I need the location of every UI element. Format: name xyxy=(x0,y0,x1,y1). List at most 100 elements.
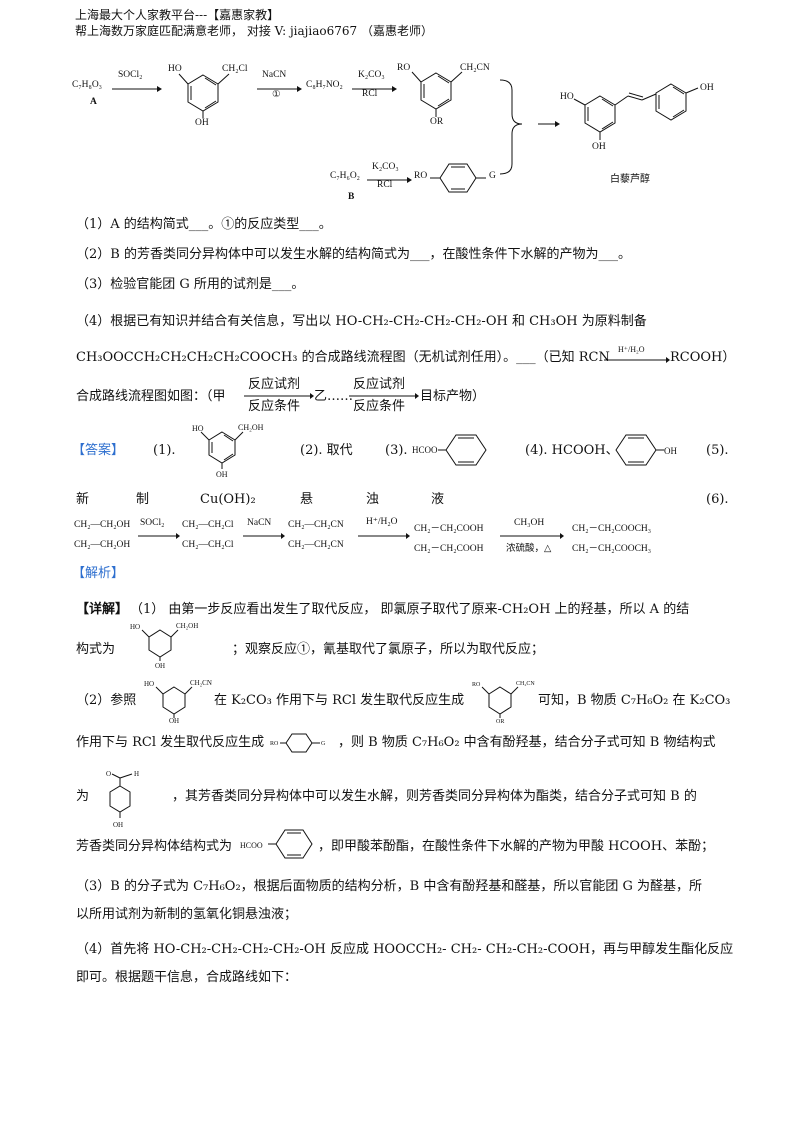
hint-arrow-label: H⁺/H₂O xyxy=(618,345,645,354)
detail-1: （1） 由第一步反应看出发生了取代反应， 即氯原子取代了原来-CH₂OH 上的羟… xyxy=(130,602,690,617)
detail-2b-post: ，则 B 物质 C₇H₆O₂ 中含有酚羟基，结合分子式可知 B 物结构式 xyxy=(338,735,716,750)
answer-4-phenol: OH xyxy=(615,434,677,466)
detail-label: 【详解】 xyxy=(76,602,129,617)
svg-text:CH₂CN: CH₂CN xyxy=(190,679,212,687)
svg-text:HO: HO xyxy=(144,680,154,688)
compound-b-label: B xyxy=(348,192,355,202)
answer-5-word-6: 液 xyxy=(431,492,445,507)
route-condition-1: 反应条件 xyxy=(248,399,301,414)
ro-benzene-g-structure xyxy=(430,163,486,193)
reagent-socl2: SOCl₂ xyxy=(118,70,143,80)
svg-text:CH₂CN: CH₂CN xyxy=(516,681,535,687)
detail-1b-post: ；观察反应①，氰基取代了氯原子，所以为取代反应； xyxy=(232,642,545,657)
route-s1-top: CH₂—CH₂OH xyxy=(74,520,131,530)
question-3: （3）检验官能团 G 所用的试剂是___。 xyxy=(76,277,305,292)
svg-text:OR: OR xyxy=(496,719,504,725)
question-4: （4）根据已有知识并结合有关信息，写出以 HO-CH₂-CH₂-CH₂-CH₂-… xyxy=(76,314,647,329)
detail-1-structure: HO CH₂OH OH xyxy=(130,622,198,670)
question-4-target: CH₃OOCCH₂CH₂CH₂CH₂COOCH₃ 的合成路线流程图（无机试剂任用… xyxy=(76,350,610,365)
reagent-rcl-b: RCl xyxy=(377,180,393,190)
detail-2-pre: （2）参照 xyxy=(76,693,137,708)
svg-text:CH₂OH: CH₂OH xyxy=(238,423,264,432)
route-s5-bottom: CH₂－CH₂COOCH₃ xyxy=(572,544,652,554)
detail-2c-pre: 为 xyxy=(76,789,90,804)
group-ro: RO xyxy=(397,63,411,73)
group-g: G xyxy=(489,171,496,181)
route-example-end: 目标产物） xyxy=(420,389,486,404)
route-arrow-2 xyxy=(243,533,285,539)
route-r1: SOCl₂ xyxy=(140,518,165,528)
route-r4-conditions: 浓硫酸，△ xyxy=(506,544,552,554)
answer-3: (3). xyxy=(385,443,408,458)
resveratrol-ho: HO xyxy=(560,92,574,102)
route-r4: CH₃OH xyxy=(514,518,545,528)
detail-4b: 即可。根据题干信息，合成路线如下： xyxy=(76,970,298,985)
resveratrol-oh-bottom: OH xyxy=(592,142,606,152)
answer-5-word-3: Cu(OH)₂ xyxy=(200,492,256,507)
answer-3-benzene xyxy=(438,434,487,466)
route-s2-top: CH₂—CH₂Cl xyxy=(182,520,234,530)
detail-2-post: 可知，B 物质 C₇H₆O₂ 在 K₂CO₃ xyxy=(538,693,731,708)
svg-text:RO: RO xyxy=(270,741,279,747)
ether-nitrile-structure xyxy=(411,71,463,117)
svg-text:CH₂OH: CH₂OH xyxy=(176,622,198,630)
answer-5-word-5: 浊 xyxy=(366,492,380,507)
route-reagent-1: 反应试剂 xyxy=(248,377,301,392)
route-reagent-2: 反应试剂 xyxy=(353,377,406,392)
arrow-1 xyxy=(112,86,162,92)
route-example-pre: 合成路线流程图如图：（甲 xyxy=(76,389,226,404)
svg-text:OH: OH xyxy=(216,470,228,479)
arrow-2 xyxy=(257,86,302,92)
route-s3-bottom: CH₂—CH₂CN xyxy=(288,540,344,550)
group-ch2cn: CH₂CN xyxy=(460,63,490,73)
detail-3: （3）B 的分子式为 C₇H₆O₂，根据后面物质的结构分析，B 中含有酚羟基和醛… xyxy=(76,879,703,894)
detail-2-mid: 在 K₂CO₃ 作用下与 RCl 发生取代反应生成 xyxy=(214,693,465,708)
svg-text:OH: OH xyxy=(155,662,165,670)
compound-b-formula: C₇H₆O₂ xyxy=(330,171,360,181)
hint-product: RCOOH） xyxy=(670,350,736,365)
route-s3-top: CH₂—CH₂CN xyxy=(288,520,344,530)
route-example-arrow-1 xyxy=(244,393,314,399)
answer-label: 【答案】 xyxy=(72,443,125,458)
phenyl-formate-structure: HCOO xyxy=(240,829,313,859)
arrow-3 xyxy=(352,86,397,92)
route-s4-top: CH₂－CH₂COOH xyxy=(414,524,484,534)
group-ho: HO xyxy=(168,64,182,74)
intermediate-formula: C₈H₇NO₂ xyxy=(306,80,343,90)
answer-5-word-4: 悬 xyxy=(300,492,314,507)
route-r2: NaCN xyxy=(247,518,272,528)
answer-6: (6). xyxy=(706,492,729,507)
reagent-k2co3-b: K₂CO₃ xyxy=(372,162,399,172)
answer-2: (2). 取代 xyxy=(300,443,353,458)
reagent-k2co3: K₂CO₃ xyxy=(358,70,385,80)
compound-a-label: A xyxy=(90,97,97,107)
arrow-b xyxy=(367,177,412,183)
svg-text:OH: OH xyxy=(113,821,123,829)
route-s4-bottom: CH₂－CH₂COOH xyxy=(414,544,484,554)
group-ch2cl: CH₂Cl xyxy=(222,64,248,74)
detail-3b: 以所用试剂为新制的氢氧化铜悬浊液； xyxy=(76,907,298,922)
question-2: （2）B 的芳香类同分异构体中可以发生水解的结构简式为___，在酸性条件下水解的… xyxy=(76,247,631,262)
svg-text:H: H xyxy=(134,770,139,778)
question-1: （1）A 的结构简式___。①的反应类型___。 xyxy=(76,217,332,232)
answer-5-word-2: 制 xyxy=(136,492,150,507)
benzyl-chloride-structure xyxy=(178,73,230,118)
svg-text:G: G xyxy=(321,741,326,747)
detail-2b-pre: 作用下与 RCl 发生取代反应生成 xyxy=(76,735,265,750)
analysis-label: 【解析】 xyxy=(72,566,125,581)
route-condition-2: 反应条件 xyxy=(353,399,406,414)
svg-text:OH: OH xyxy=(664,446,677,456)
answer-5-word-1: 新 xyxy=(76,492,90,507)
header-line-1: 上海最大个人家教平台---【嘉惠家教】 xyxy=(75,8,280,22)
detail-1b-pre: 构式为 xyxy=(76,642,116,657)
answer-5: (5). xyxy=(706,443,729,458)
route-example-arrow-2 xyxy=(349,393,419,399)
group-ro-b: RO xyxy=(414,171,428,181)
header-line-2: 帮上海数万家庭匹配满意老师， 对接 V: jiajiao6767 （嘉惠老师） xyxy=(75,24,433,38)
svg-text:HO: HO xyxy=(130,623,140,631)
reagent-nacn: NaCN xyxy=(262,70,287,80)
